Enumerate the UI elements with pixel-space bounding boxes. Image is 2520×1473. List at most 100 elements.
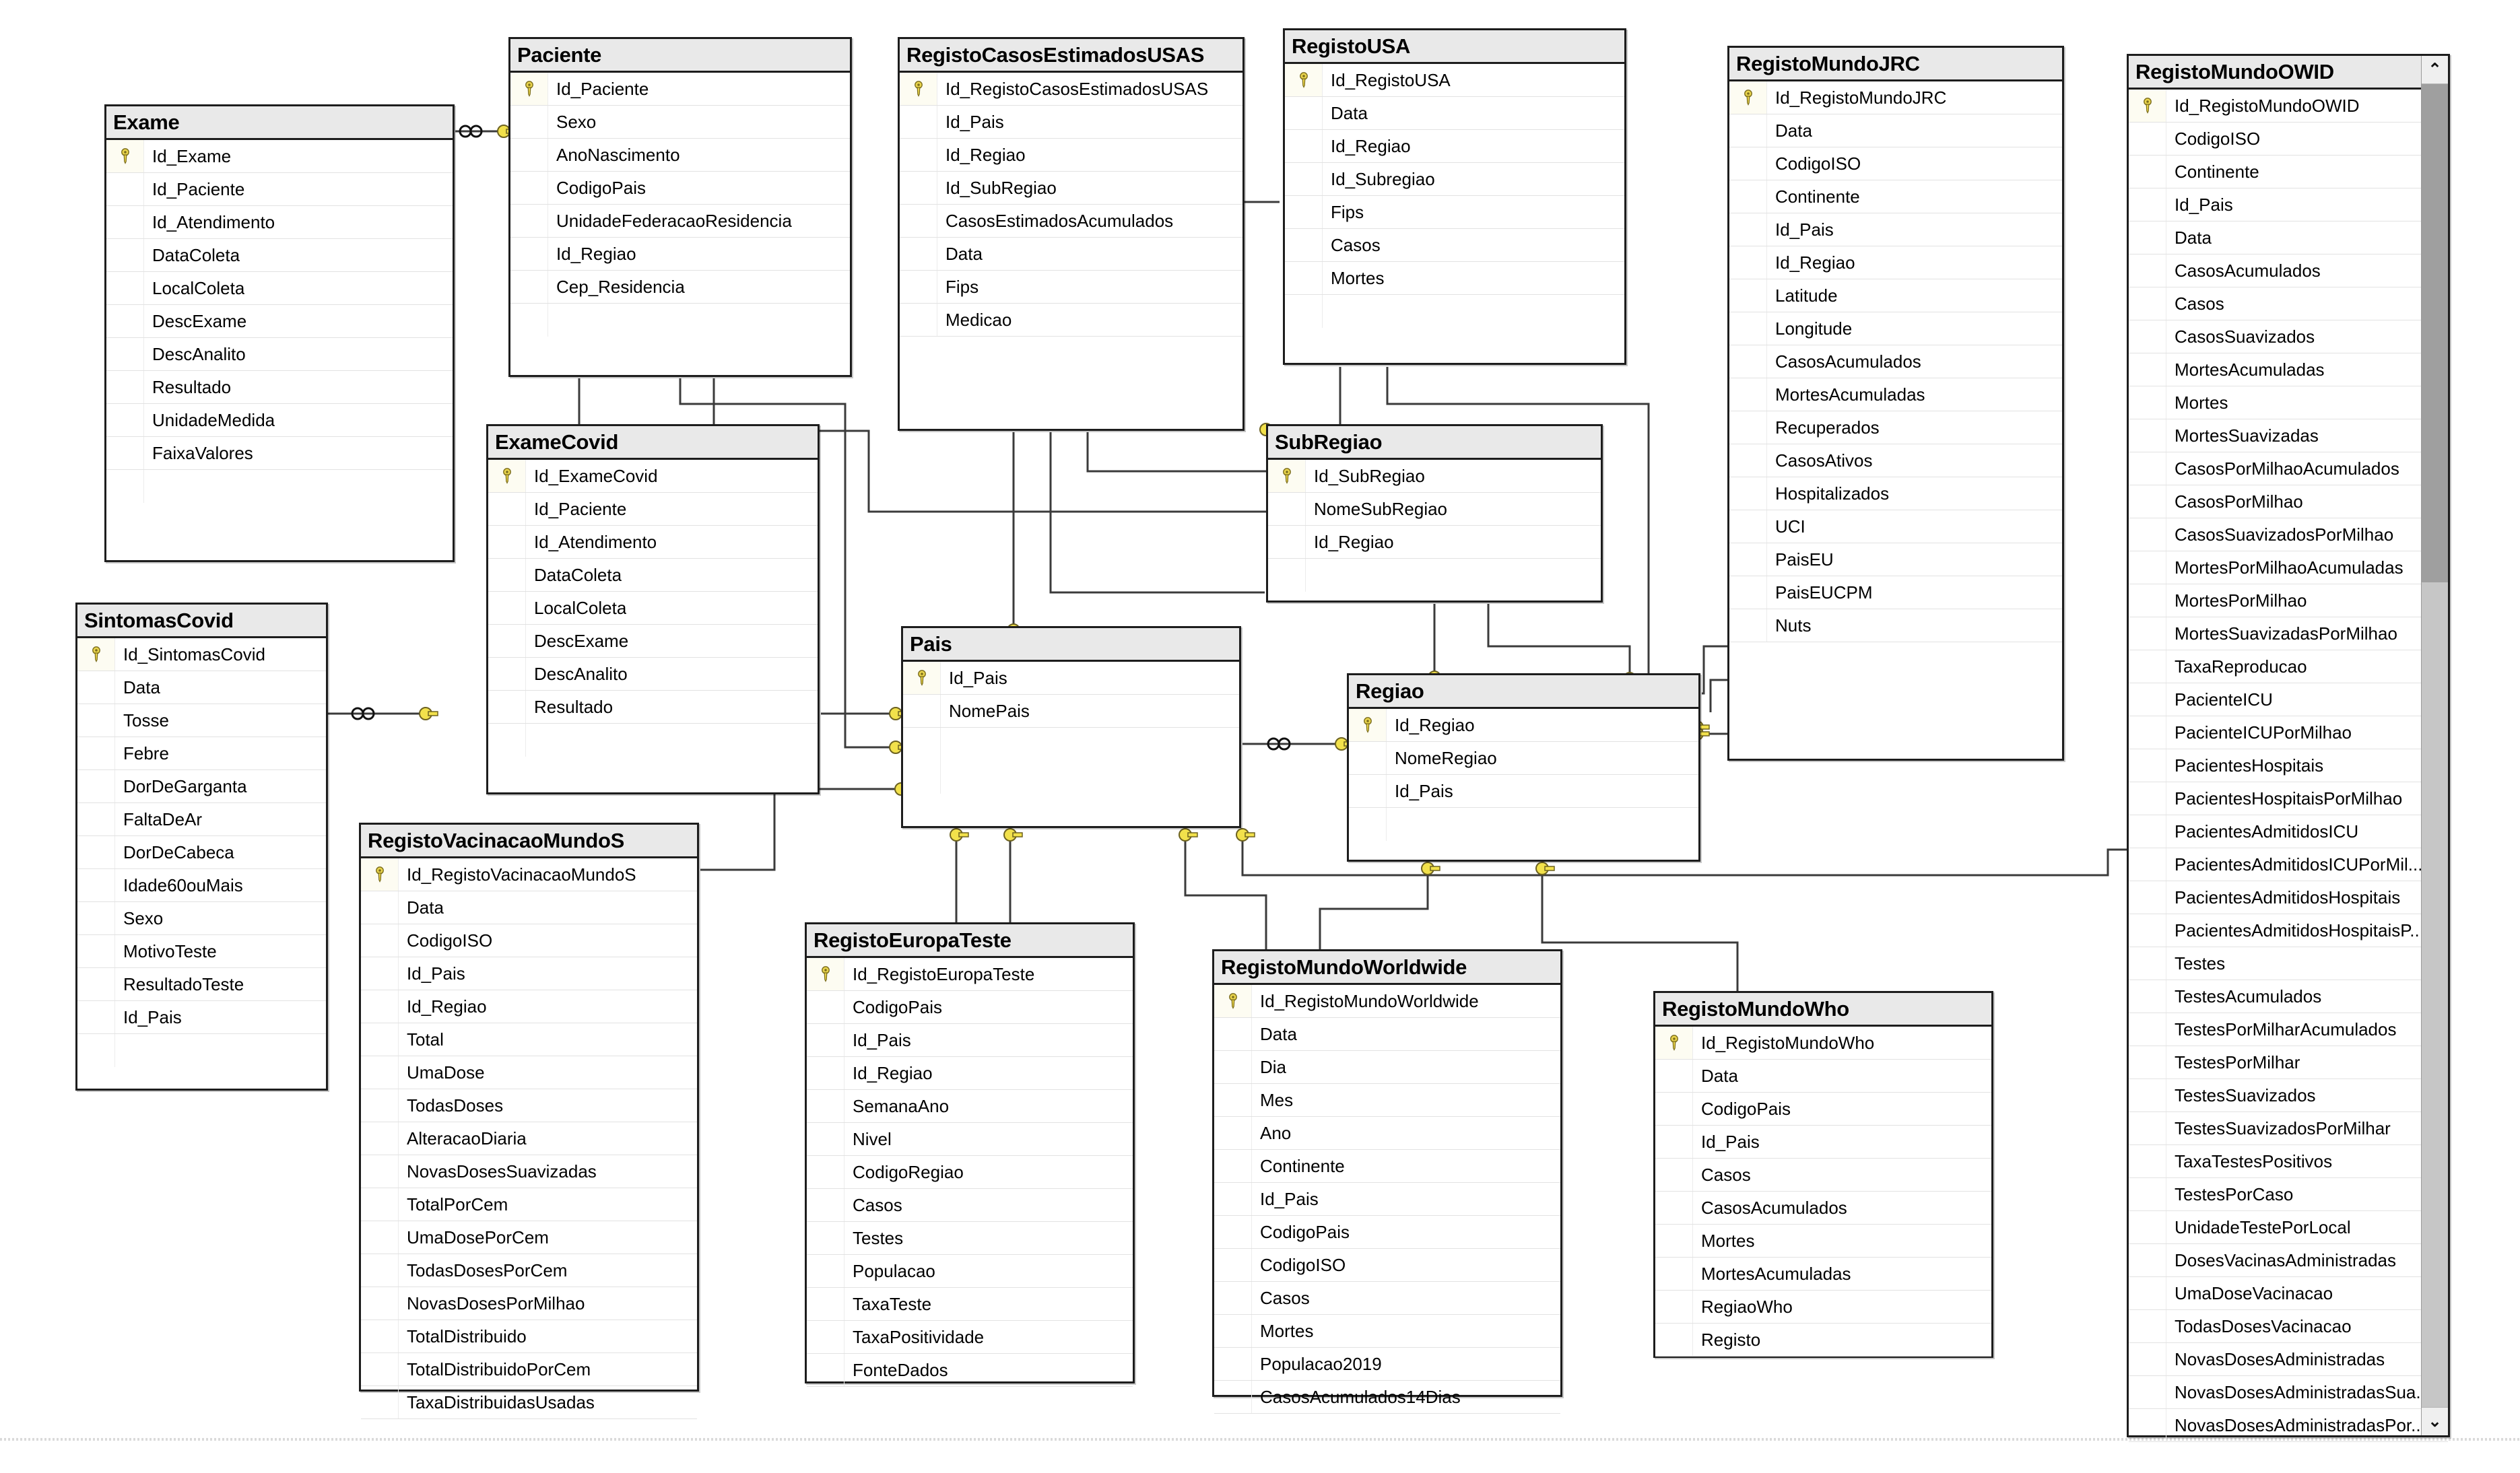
table-row[interactable]: TaxaTestesPositivos bbox=[2129, 1145, 2448, 1178]
table-row[interactable]: TaxaReproducao bbox=[2129, 650, 2448, 683]
table-row[interactable]: MortesSuavizadasPorMilhao bbox=[2129, 617, 2448, 650]
table-row-primary-key[interactable]: Id_SubRegiao bbox=[1268, 460, 1601, 493]
table-row[interactable]: FaixaValores bbox=[106, 437, 453, 470]
table-row-primary-key[interactable]: Id_RegistoCasosEstimadosUSAS bbox=[900, 73, 1242, 106]
table-row[interactable]: PacienteICUPorMilhao bbox=[2129, 716, 2448, 749]
table-row[interactable]: NomeRegiao bbox=[1349, 742, 1698, 775]
table-row[interactable]: Nivel bbox=[807, 1123, 1133, 1156]
table-row[interactable]: DorDeGarganta bbox=[77, 770, 326, 803]
table-row[interactable]: TotalDistribuido bbox=[361, 1320, 697, 1353]
table-row[interactable]: Id_Pais bbox=[1349, 775, 1698, 808]
table-row[interactable]: Total bbox=[361, 1023, 697, 1056]
table-scrollbar[interactable]: ⌃⌄ bbox=[2421, 56, 2448, 1435]
table-row[interactable]: TotalDistribuidoPorCem bbox=[361, 1353, 697, 1386]
table-row[interactable]: Fips bbox=[1285, 196, 1624, 229]
table-row[interactable]: Testes bbox=[807, 1222, 1133, 1255]
table-row[interactable]: NovasDosesPorMilhao bbox=[361, 1287, 697, 1320]
table-row[interactable]: Fips bbox=[900, 271, 1242, 304]
table-row[interactable]: SemanaAno bbox=[807, 1090, 1133, 1123]
table-row[interactable]: Tosse bbox=[77, 704, 326, 737]
table-row[interactable]: Id_Regiao bbox=[510, 238, 850, 271]
table-row[interactable]: CasosAcumulados bbox=[2129, 254, 2448, 287]
table-row[interactable]: Data bbox=[1655, 1060, 1991, 1093]
table-row[interactable]: Casos bbox=[2129, 287, 2448, 320]
table-row[interactable]: Id_Regiao bbox=[361, 990, 697, 1023]
table-row-primary-key[interactable]: Id_RegistoMundoJRC bbox=[1729, 81, 2062, 114]
table-row[interactable]: AlteracaoDiaria bbox=[361, 1122, 697, 1155]
table-row-primary-key[interactable]: Id_SintomasCovid bbox=[77, 638, 326, 671]
table-row[interactable]: Hospitalizados bbox=[1729, 477, 2062, 510]
table-row[interactable]: TestesSuavizados bbox=[2129, 1079, 2448, 1112]
table-row[interactable]: Id_Pais bbox=[2129, 189, 2448, 221]
table-row[interactable]: Data bbox=[77, 671, 326, 704]
table-row[interactable]: UnidadeTestePorLocal bbox=[2129, 1211, 2448, 1244]
table-row[interactable]: NomeSubRegiao bbox=[1268, 493, 1601, 526]
table-row[interactable]: PacientesAdmitidosICUPorMil... bbox=[2129, 848, 2448, 881]
table-row[interactable]: UnidadeFederacaoResidencia bbox=[510, 205, 850, 238]
chevron-down-icon[interactable]: ⌄ bbox=[2422, 1407, 2448, 1435]
table-row[interactable]: PacientesHospitais bbox=[2129, 749, 2448, 782]
table-row[interactable]: Data bbox=[900, 238, 1242, 271]
table-row[interactable]: Casos bbox=[1655, 1159, 1991, 1192]
table-row[interactable]: Continente bbox=[1729, 180, 2062, 213]
table-row[interactable]: Id_Paciente bbox=[106, 173, 453, 206]
table-row[interactable]: Mortes bbox=[1285, 262, 1624, 295]
table-row[interactable]: CodigoPais bbox=[807, 991, 1133, 1024]
table-row[interactable]: Casos bbox=[1214, 1282, 1560, 1315]
table-row[interactable]: DescExame bbox=[488, 625, 818, 658]
table-row[interactable]: TodasDosesVacinacao bbox=[2129, 1310, 2448, 1343]
table-row[interactable]: Id_Regiao bbox=[1729, 246, 2062, 279]
table-row[interactable]: CodigoRegiao bbox=[807, 1156, 1133, 1189]
table-row[interactable]: MortesAcumuladas bbox=[2129, 353, 2448, 386]
table-row[interactable]: RegiaoWho bbox=[1655, 1291, 1991, 1324]
table-row[interactable]: TotalPorCem bbox=[361, 1188, 697, 1221]
table-row-primary-key[interactable]: Id_RegistoUSA bbox=[1285, 64, 1624, 97]
table-row[interactable]: TestesPorMilhar bbox=[2129, 1046, 2448, 1079]
table-row[interactable]: FaltaDeAr bbox=[77, 803, 326, 836]
table-row[interactable]: Id_Paciente bbox=[488, 493, 818, 526]
table-row-primary-key[interactable]: Id_ExameCovid bbox=[488, 460, 818, 493]
table-row[interactable]: UCI bbox=[1729, 510, 2062, 543]
table-row[interactable]: UnidadeMedida bbox=[106, 404, 453, 437]
table-row[interactable]: Mortes bbox=[2129, 386, 2448, 419]
table-row[interactable]: Cep_Residencia bbox=[510, 271, 850, 304]
table-row[interactable]: Mortes bbox=[1214, 1315, 1560, 1348]
table-row[interactable]: UmaDosePorCem bbox=[361, 1221, 697, 1254]
table-row[interactable]: Id_Pais bbox=[77, 1001, 326, 1034]
table-row[interactable]: Casos bbox=[1285, 229, 1624, 262]
table-row[interactable]: Idade60ouMais bbox=[77, 869, 326, 902]
table-row[interactable]: PacientesAdmitidosICU bbox=[2129, 815, 2448, 848]
table-row[interactable]: NovasDosesSuavizadas bbox=[361, 1155, 697, 1188]
table-row[interactable]: PacienteICU bbox=[2129, 683, 2448, 716]
table-row[interactable]: Id_Atendimento bbox=[106, 206, 453, 239]
table-row[interactable]: CodigoISO bbox=[1214, 1249, 1560, 1282]
table-row[interactable]: Id_Pais bbox=[1655, 1126, 1991, 1159]
table-row[interactable]: MortesAcumuladas bbox=[1655, 1258, 1991, 1291]
table-row[interactable]: UmaDose bbox=[361, 1056, 697, 1089]
table-row[interactable]: Mes bbox=[1214, 1084, 1560, 1117]
table-row[interactable]: NovasDosesAdministradasPor... bbox=[2129, 1409, 2448, 1442]
table-row[interactable]: CasosAcumulados14Dias bbox=[1214, 1381, 1560, 1414]
table-row[interactable]: LocalColeta bbox=[488, 592, 818, 625]
table-row[interactable]: Id_Regiao bbox=[1285, 130, 1624, 163]
table-row-primary-key[interactable]: Id_Exame bbox=[106, 140, 453, 173]
table-row[interactable]: DosesVacinasAdministradas bbox=[2129, 1244, 2448, 1277]
table-row[interactable]: Testes bbox=[2129, 947, 2448, 980]
table-row-primary-key[interactable]: Id_Paciente bbox=[510, 73, 850, 106]
table-row[interactable]: TestesPorCaso bbox=[2129, 1178, 2448, 1211]
table-row[interactable]: CasosEstimadosAcumulados bbox=[900, 205, 1242, 238]
table-row[interactable]: NovasDosesAdministradasSua... bbox=[2129, 1376, 2448, 1409]
